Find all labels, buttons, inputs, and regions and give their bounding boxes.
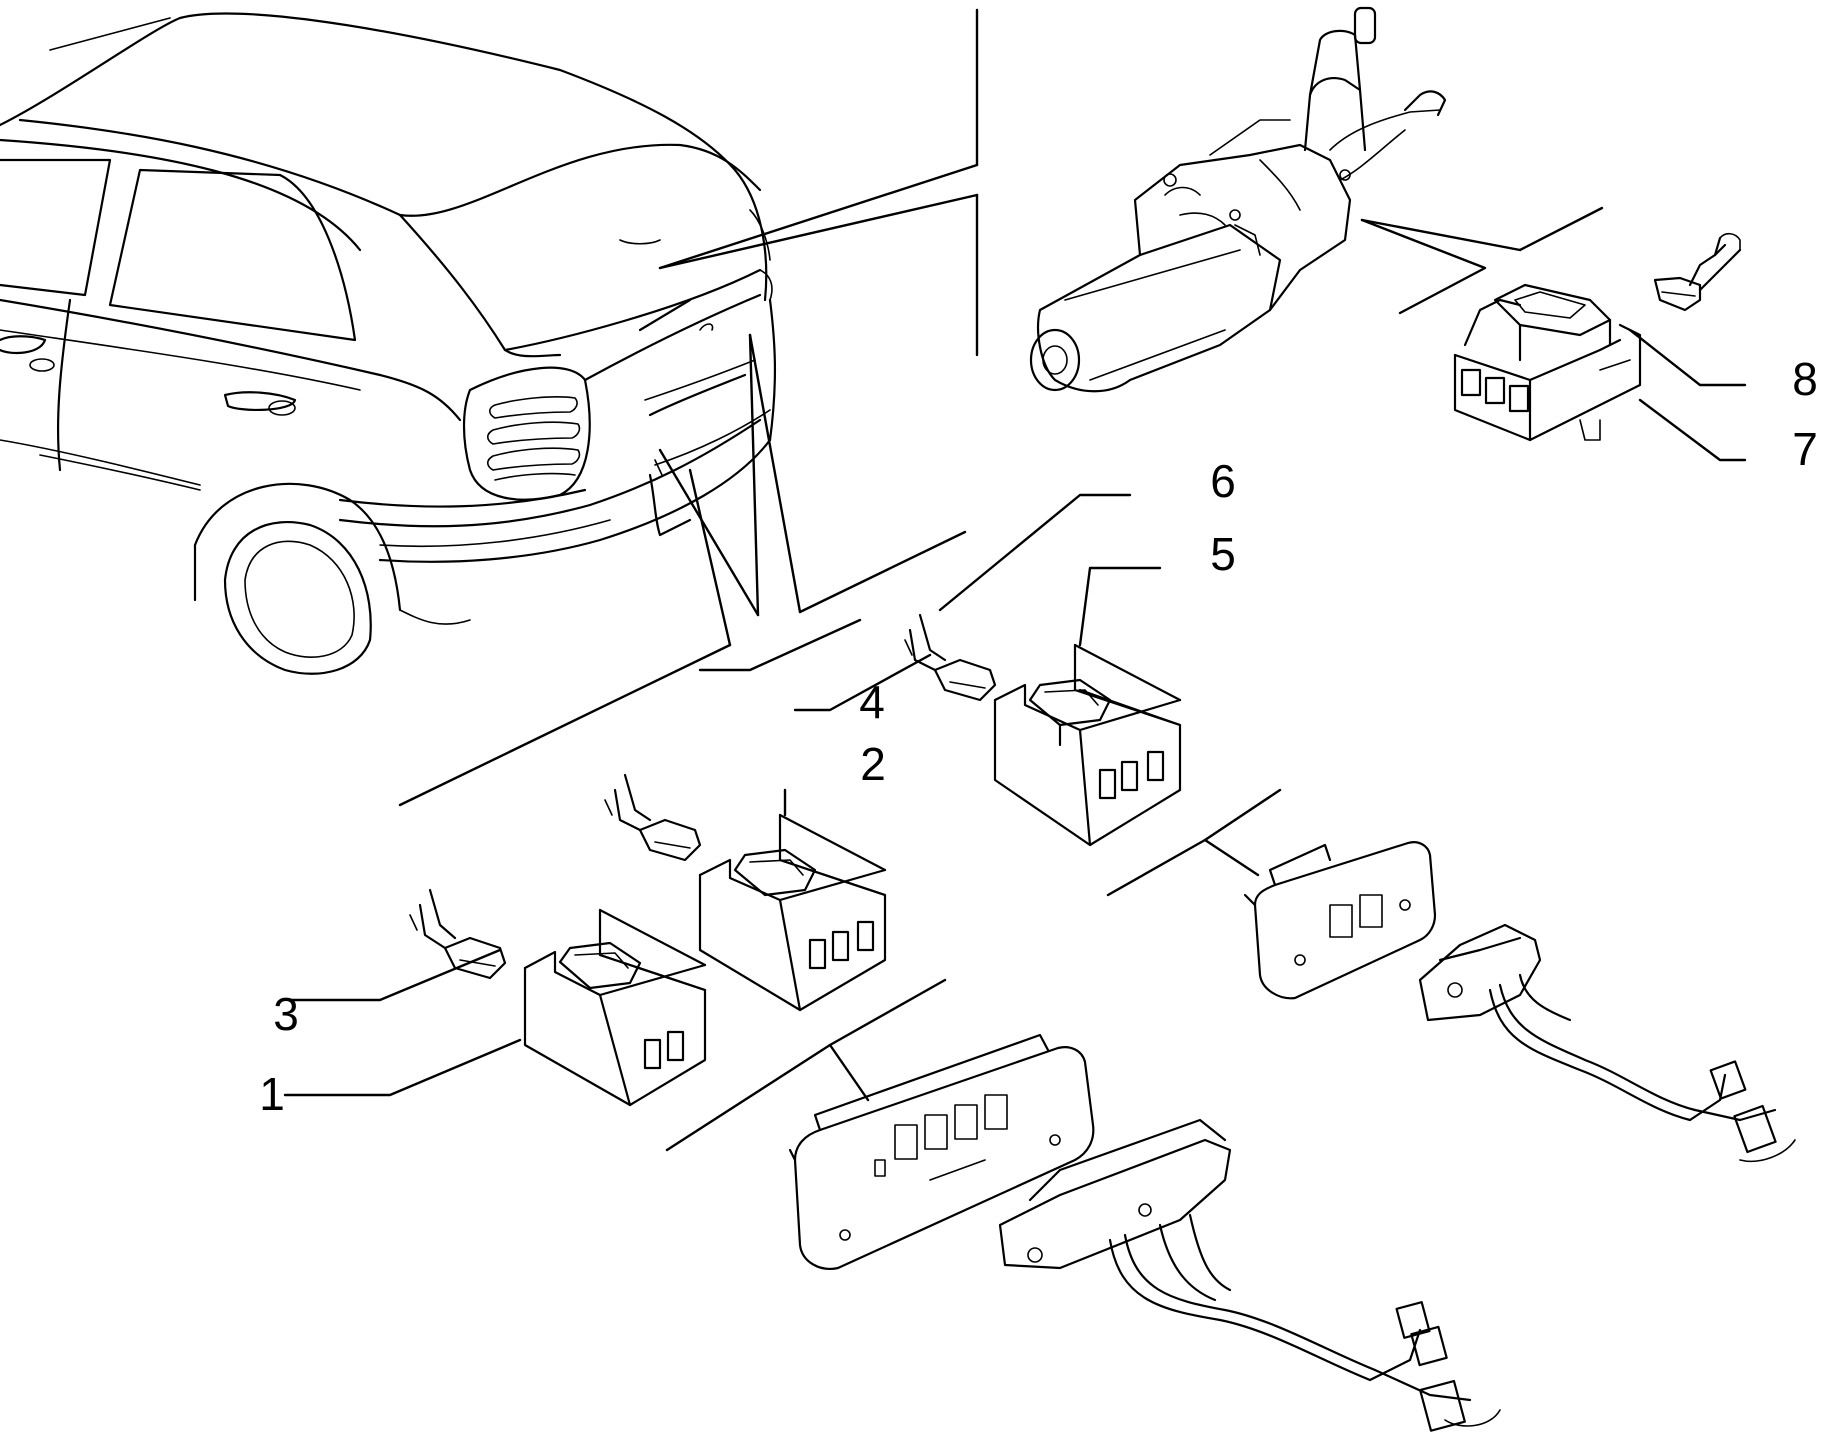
connector-housing-7 bbox=[1453, 283, 1642, 442]
callout-label-5: 5 bbox=[1210, 528, 1236, 580]
locator-lines bbox=[398, 8, 1604, 1152]
callout-leaders bbox=[283, 328, 1747, 1097]
terminal-6 bbox=[904, 613, 997, 702]
lamp-module-large bbox=[788, 1033, 1095, 1270]
harness-large bbox=[998, 1118, 1501, 1432]
connector-housing-1 bbox=[523, 908, 707, 1107]
callout-label-8: 8 bbox=[1792, 353, 1818, 405]
callout-label-4: 4 bbox=[859, 676, 885, 728]
connector-housing-2 bbox=[698, 813, 887, 1012]
harness-small bbox=[1418, 923, 1796, 1163]
callout-label-1: 1 bbox=[259, 1068, 285, 1120]
callout-label-2: 2 bbox=[860, 738, 886, 790]
terminal-8 bbox=[1653, 232, 1742, 312]
terminal-3 bbox=[409, 888, 507, 980]
callout-labels: 1 2 3 4 5 6 7 8 bbox=[259, 353, 1818, 1120]
connector-housing-5 bbox=[993, 643, 1182, 847]
terminal-4 bbox=[604, 773, 702, 862]
callout-label-7: 7 bbox=[1792, 423, 1818, 475]
callout-label-6: 6 bbox=[1210, 455, 1236, 507]
car-rear-view bbox=[0, 12, 777, 675]
lamp-module-small bbox=[1243, 841, 1437, 1000]
wiper-motor bbox=[1029, 6, 1447, 393]
callout-label-3: 3 bbox=[273, 988, 299, 1040]
